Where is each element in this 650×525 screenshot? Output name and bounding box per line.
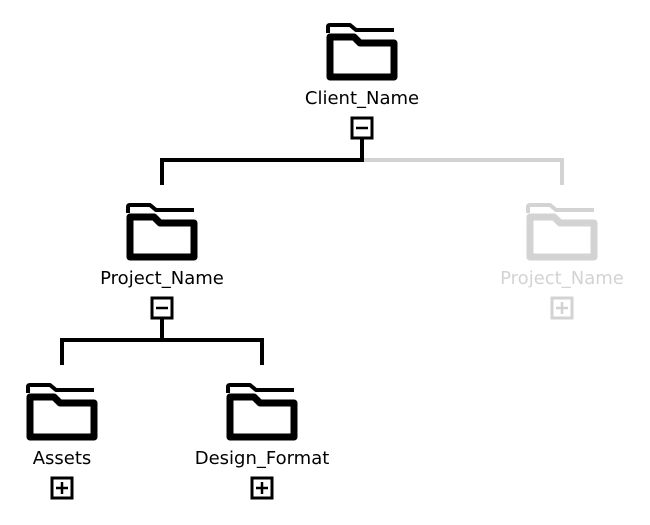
folder-icon[interactable]	[126, 203, 198, 261]
tree-node-client[interactable]: Client_Name	[305, 23, 419, 140]
node-label: Design_Format	[195, 448, 330, 469]
node-label: Project_Name	[500, 268, 624, 289]
plus-icon	[556, 302, 568, 314]
tree-node-project-1[interactable]: Project_Name	[100, 203, 224, 320]
plus-icon	[256, 482, 268, 494]
edges-layer	[60, 138, 564, 365]
folder-icon[interactable]	[226, 383, 298, 441]
folder-icon[interactable]	[526, 203, 598, 261]
edge-client-to-project-2	[360, 138, 564, 185]
edge-client-to-project-1	[160, 138, 364, 185]
folder-icon[interactable]	[326, 23, 398, 81]
tree-node-design-format[interactable]: Design_Format	[195, 383, 330, 500]
tree-node-project-2[interactable]: Project_Name	[500, 203, 624, 320]
expand-toggle[interactable]	[550, 296, 574, 320]
edge-project-1-to-assets	[60, 318, 164, 365]
node-label: Project_Name	[100, 268, 224, 289]
node-label: Assets	[33, 448, 92, 469]
plus-icon	[56, 482, 68, 494]
tree-node-assets[interactable]: Assets	[26, 383, 98, 500]
expand-toggle[interactable]	[250, 476, 274, 500]
collapse-toggle[interactable]	[150, 296, 174, 320]
collapse-toggle[interactable]	[350, 116, 374, 140]
expand-toggle[interactable]	[50, 476, 74, 500]
folder-icon[interactable]	[26, 383, 98, 441]
edge-project-1-to-design-format	[160, 318, 264, 365]
node-label: Client_Name	[305, 88, 419, 109]
